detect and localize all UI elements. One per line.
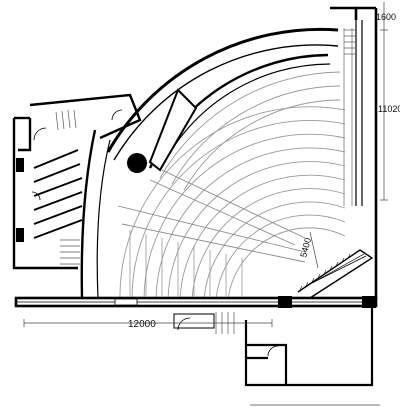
lower-seating-dividers bbox=[129, 230, 243, 296]
aisles bbox=[117, 28, 353, 263]
dimension-inner: 5400 bbox=[298, 237, 313, 259]
balcony-parapet bbox=[148, 53, 331, 172]
seating-rows bbox=[119, 106, 346, 301]
dimension-lines bbox=[23, 2, 388, 406]
right-wall bbox=[330, 6, 378, 300]
seating-row bbox=[179, 174, 346, 301]
seating-row bbox=[215, 214, 346, 301]
aisle-line bbox=[161, 169, 306, 239]
aisle-line bbox=[117, 205, 306, 253]
seating-row bbox=[203, 201, 346, 301]
seating-row bbox=[159, 71, 341, 179]
curved-back-wall bbox=[106, 27, 339, 161]
left-wing bbox=[12, 93, 142, 299]
seating-row bbox=[155, 147, 346, 301]
seating-row bbox=[167, 161, 346, 301]
left-wing-partitions bbox=[33, 149, 83, 239]
seating-row bbox=[131, 120, 346, 301]
seating-row bbox=[191, 188, 346, 301]
left-stairs bbox=[55, 109, 80, 265]
seating-row bbox=[143, 133, 346, 301]
wall-pier bbox=[278, 296, 292, 308]
wall-pier bbox=[362, 296, 376, 308]
seating-row bbox=[171, 85, 341, 185]
seating-row bbox=[183, 99, 341, 191]
upper-seating-rows bbox=[159, 71, 341, 191]
lower-annex bbox=[173, 306, 374, 387]
wall-pier bbox=[16, 158, 24, 172]
door-swings bbox=[31, 109, 279, 357]
seating-row bbox=[227, 227, 346, 301]
structural-column bbox=[127, 153, 147, 173]
stage-front-wall bbox=[14, 296, 378, 308]
seating-row bbox=[119, 106, 346, 301]
dimension-bottom: 12000 bbox=[128, 319, 156, 330]
right-stairs bbox=[344, 29, 356, 55]
aisle-line bbox=[121, 223, 306, 263]
stage-steps bbox=[297, 249, 374, 299]
seat-row-ticks bbox=[299, 253, 351, 291]
aisle-line bbox=[149, 179, 296, 246]
wall-pier bbox=[16, 228, 24, 242]
dimension-right-side: 11020 bbox=[378, 104, 400, 114]
doorway-gap bbox=[114, 298, 138, 306]
dimension-top-right: 1600 bbox=[376, 12, 396, 22]
